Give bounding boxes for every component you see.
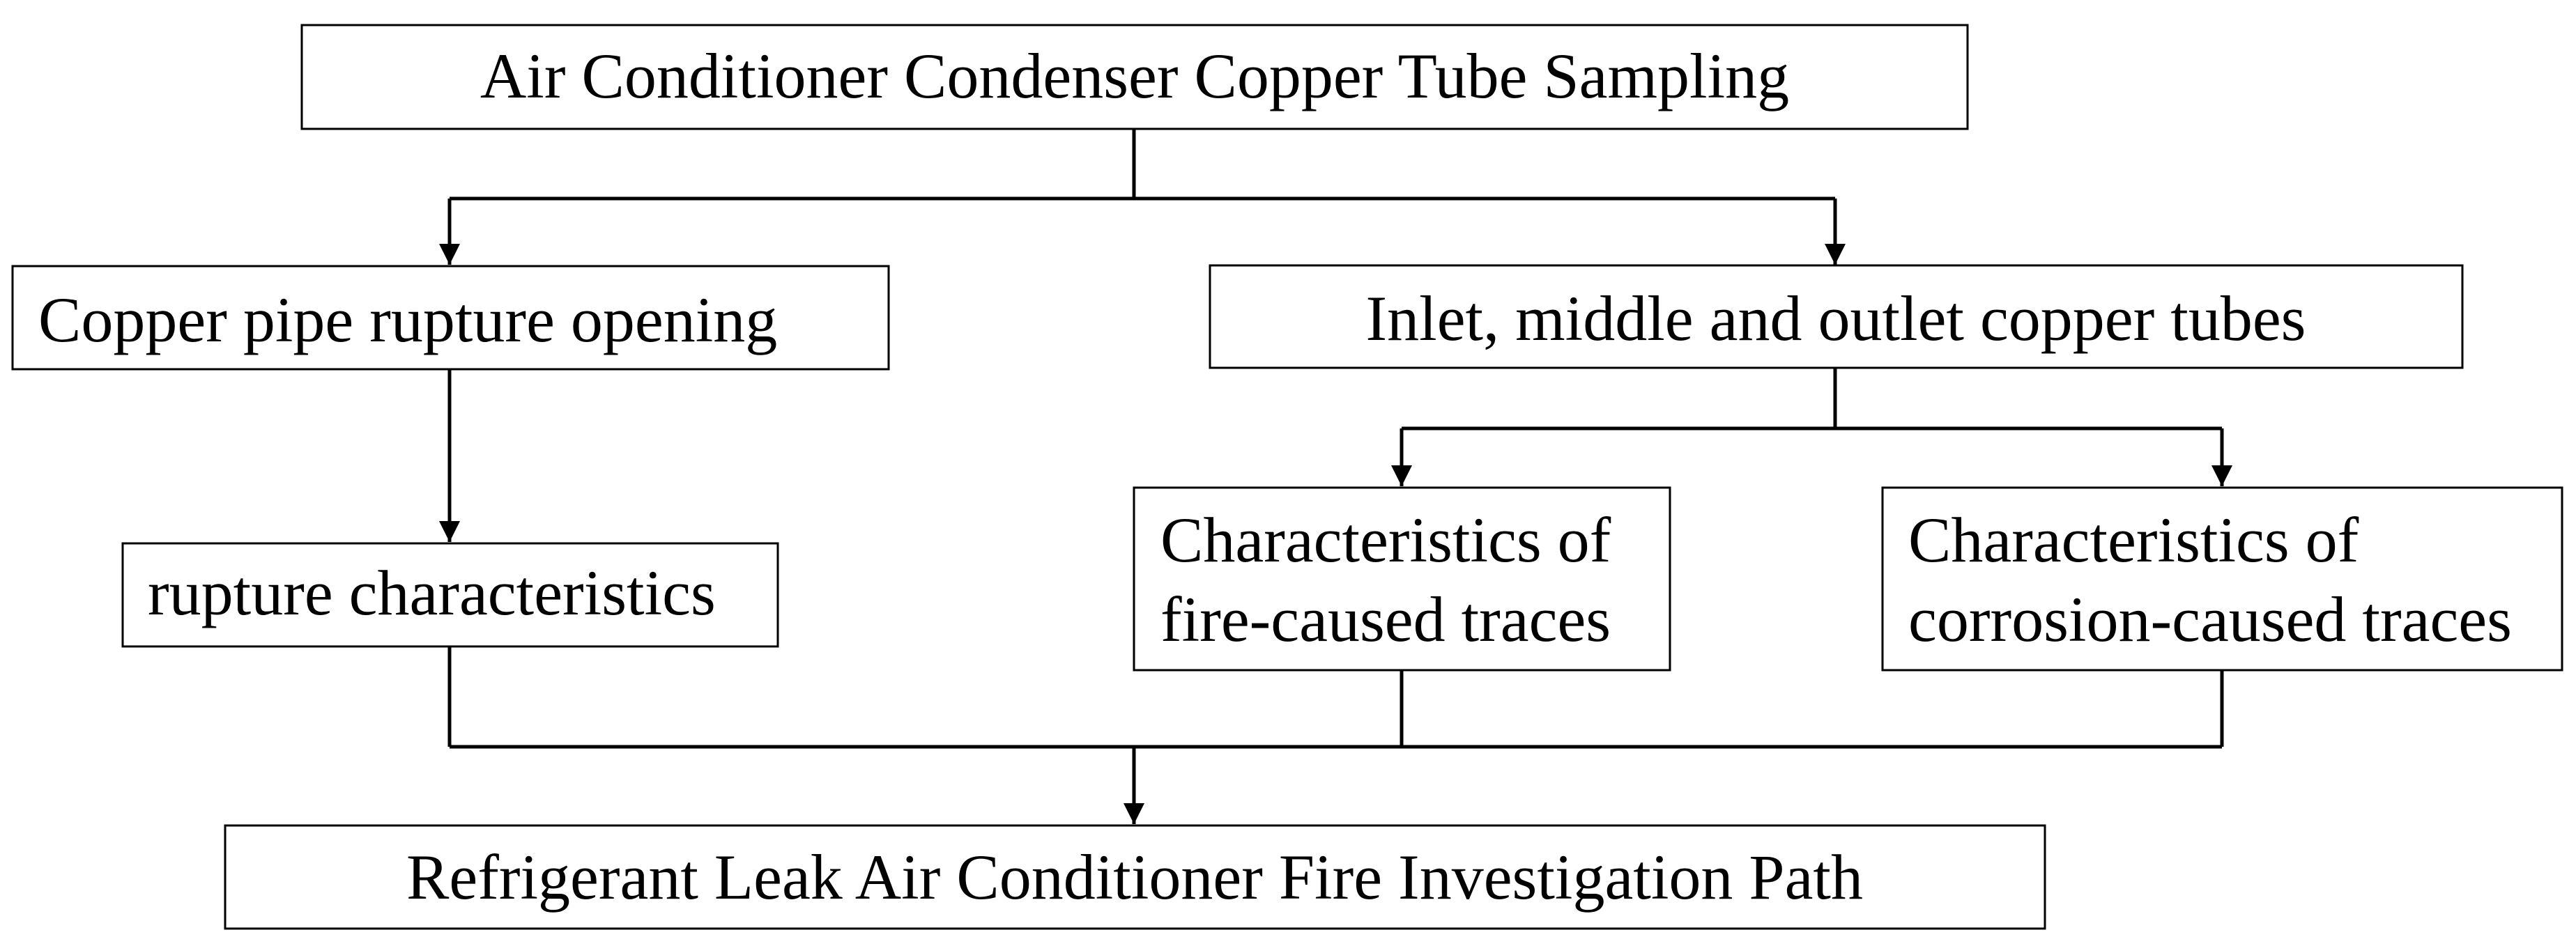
- node-corrosion-traces-line2: corrosion-caused traces: [1908, 584, 2512, 655]
- node-rupture-characteristics-label: rupture characteristics: [148, 557, 716, 628]
- node-rupture-opening-box: [11, 265, 890, 371]
- node-investigation-path: Refrigerant Leak Air Conditioner Fire In…: [224, 824, 2046, 930]
- node-tubes-label: Inlet, middle and outlet copper tubes: [1366, 283, 2306, 354]
- node-tubes: Inlet, middle and outlet copper tubes: [1209, 264, 2464, 369]
- node-fire-traces-line1: Characteristics of: [1160, 504, 1611, 575]
- node-rupture-characteristics: rupture characteristics: [121, 542, 779, 648]
- node-sampling-label: Air Conditioner Condenser Copper Tube Sa…: [480, 40, 1789, 111]
- node-investigation-path-box: [224, 824, 2046, 930]
- node-rupture-opening-label: Copper pipe rupture opening: [38, 284, 777, 355]
- node-sampling-box: [300, 24, 1969, 130]
- node-tubes-box: [1209, 264, 2464, 369]
- node-rupture-characteristics-box: [121, 542, 779, 648]
- node-rupture-opening: Copper pipe rupture opening: [11, 265, 890, 371]
- node-sampling: Air Conditioner Condenser Copper Tube Sa…: [300, 24, 1969, 130]
- node-fire-traces: Characteristics of fire-caused traces: [1133, 486, 1671, 672]
- node-investigation-path-label: Refrigerant Leak Air Conditioner Fire In…: [406, 842, 1863, 913]
- node-corrosion-traces-box: [1881, 486, 2563, 672]
- node-fire-traces-line2: fire-caused traces: [1160, 584, 1611, 655]
- node-corrosion-traces-line1: Characteristics of: [1908, 504, 2359, 575]
- connectors: [439, 129, 2232, 824]
- node-fire-traces-box: [1133, 486, 1671, 672]
- node-corrosion-traces: Characteristics of corrosion-caused trac…: [1881, 486, 2563, 672]
